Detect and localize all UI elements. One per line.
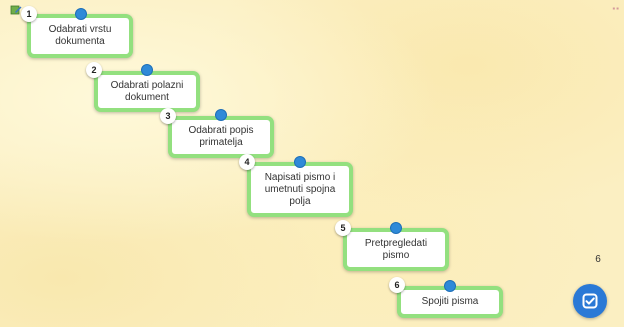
step-label: Napisati pismo i umetnuti spojna polja [264, 171, 336, 207]
step-label: Odabrati popis primatelja [188, 125, 254, 148]
connector-handle[interactable] [294, 156, 306, 168]
step-label: Spojiti pisma [421, 296, 479, 307]
connector-handle[interactable] [390, 222, 402, 234]
check-icon [582, 293, 598, 309]
connector-handle[interactable] [215, 109, 227, 121]
step-number-badge: 3 [160, 108, 176, 124]
step-4[interactable]: Napisati pismo i umetnuti spojna polja 4 [239, 154, 353, 217]
connector-handle[interactable] [444, 280, 456, 292]
connector-handle[interactable] [75, 8, 87, 20]
step-3[interactable]: Odabrati popis primatelja 3 [160, 108, 274, 158]
step-number-badge: 1 [21, 6, 37, 22]
step-card[interactable]: Pretpregledati pismo [343, 228, 449, 271]
step-label: Odabrati vrstu dokumenta [48, 24, 112, 47]
fullscreen-icon[interactable]: ▪▪ [612, 4, 620, 13]
step-card[interactable]: Odabrati vrstu dokumenta [27, 14, 133, 58]
connector-handle[interactable] [141, 64, 153, 76]
step-card[interactable]: Odabrati popis primatelja [168, 116, 274, 158]
step-6[interactable]: Spojiti pisma 6 [389, 277, 503, 318]
step-label: Odabrati polazni dokument [110, 79, 184, 103]
step-1[interactable]: Odabrati vrstu dokumenta 1 [21, 6, 133, 58]
step-number-badge: 4 [239, 154, 255, 170]
step-card[interactable]: Napisati pismo i umetnuti spojna polja [247, 162, 353, 217]
edit-icon[interactable] [10, 4, 22, 16]
step-5[interactable]: Pretpregledati pismo 5 [335, 220, 449, 271]
item-count: 6 [595, 254, 601, 265]
step-number-badge: 2 [86, 62, 102, 78]
step-number-badge: 5 [335, 220, 351, 236]
check-button[interactable] [573, 284, 607, 318]
step-card[interactable]: Odabrati polazni dokument [94, 71, 200, 112]
step-2[interactable]: Odabrati polazni dokument 2 [86, 62, 200, 112]
step-label: Pretpregledati pismo [364, 237, 428, 261]
step-number-badge: 6 [389, 277, 405, 293]
